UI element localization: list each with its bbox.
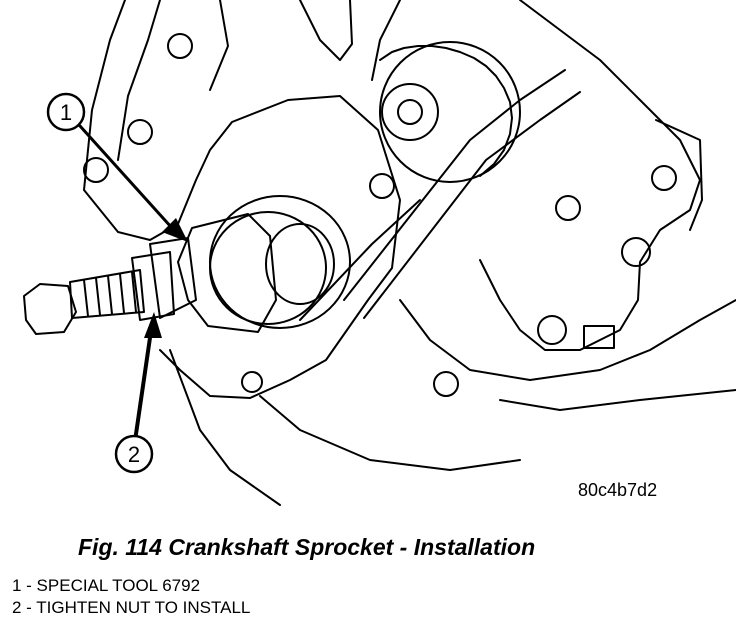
- engine-block-outline: [499, 389, 736, 411]
- crankshaft-sprocket-face: [209, 211, 327, 325]
- bolt-head: [621, 237, 651, 267]
- upper-sprocket-hub: [381, 83, 439, 141]
- block-boss: [583, 325, 615, 349]
- bolt-head: [369, 173, 395, 199]
- timing-belt: [299, 199, 421, 321]
- callout-1-circle: [46, 92, 86, 132]
- bolt-head: [651, 165, 677, 191]
- crankshaft-sprocket: [209, 195, 351, 329]
- special-tool-6792: [177, 213, 277, 333]
- timing-belt: [343, 69, 566, 301]
- screw-threads: [83, 271, 137, 317]
- engine-block-outline: [371, 0, 401, 81]
- bolt-head: [127, 119, 153, 145]
- engine-block-outline: [479, 0, 701, 351]
- legend-item: 2 - TIGHTEN NUT TO INSTALL: [12, 598, 251, 617]
- engine-block-outline: [299, 0, 353, 61]
- upper-sprocket: [379, 41, 521, 183]
- engine-illustration: 1 2: [23, 0, 736, 506]
- callout-1-arrowhead: [162, 218, 188, 242]
- engine-block-outline: [169, 349, 281, 506]
- bolt-head: [433, 371, 459, 397]
- engine-block-outline: [117, 0, 161, 161]
- engine-block-outline: [655, 119, 703, 231]
- callout-2-arrowhead: [144, 312, 162, 338]
- legend-item: 1 - SPECIAL TOOL 6792: [12, 576, 201, 595]
- timing-belt: [363, 91, 581, 319]
- special-tool-6792: [149, 237, 197, 319]
- callout-2-number: 2: [128, 442, 140, 467]
- figure-caption: Fig. 114 Crankshaft Sprocket - Installat…: [78, 534, 536, 560]
- callout-2-circle: [114, 434, 154, 474]
- bolt-head: [167, 33, 193, 59]
- bolt-head: [537, 315, 567, 345]
- callout-2-leader: [134, 322, 154, 436]
- special-tool-6792: [131, 251, 175, 321]
- bolt-head: [555, 195, 581, 221]
- mount-hole: [241, 371, 263, 393]
- engine-block-outline: [209, 0, 229, 91]
- image-id: 80c4b7d2: [578, 480, 658, 500]
- engine-block-outline: [83, 0, 401, 399]
- crankshaft-bore: [265, 223, 335, 305]
- threaded-screw: [69, 269, 145, 319]
- callout-1-number: 1: [60, 100, 72, 125]
- upper-sprocket-bore: [397, 99, 423, 125]
- engine-block-outline: [259, 395, 521, 471]
- bolt-head: [83, 157, 109, 183]
- hex-nut: [23, 283, 77, 335]
- callout-1-leader: [78, 124, 174, 230]
- legend: 1 - SPECIAL TOOL 6792 2 - TIGHTEN NUT TO…: [12, 575, 250, 619]
- sprocket-teeth: [379, 45, 513, 177]
- engine-block-outline: [399, 299, 736, 381]
